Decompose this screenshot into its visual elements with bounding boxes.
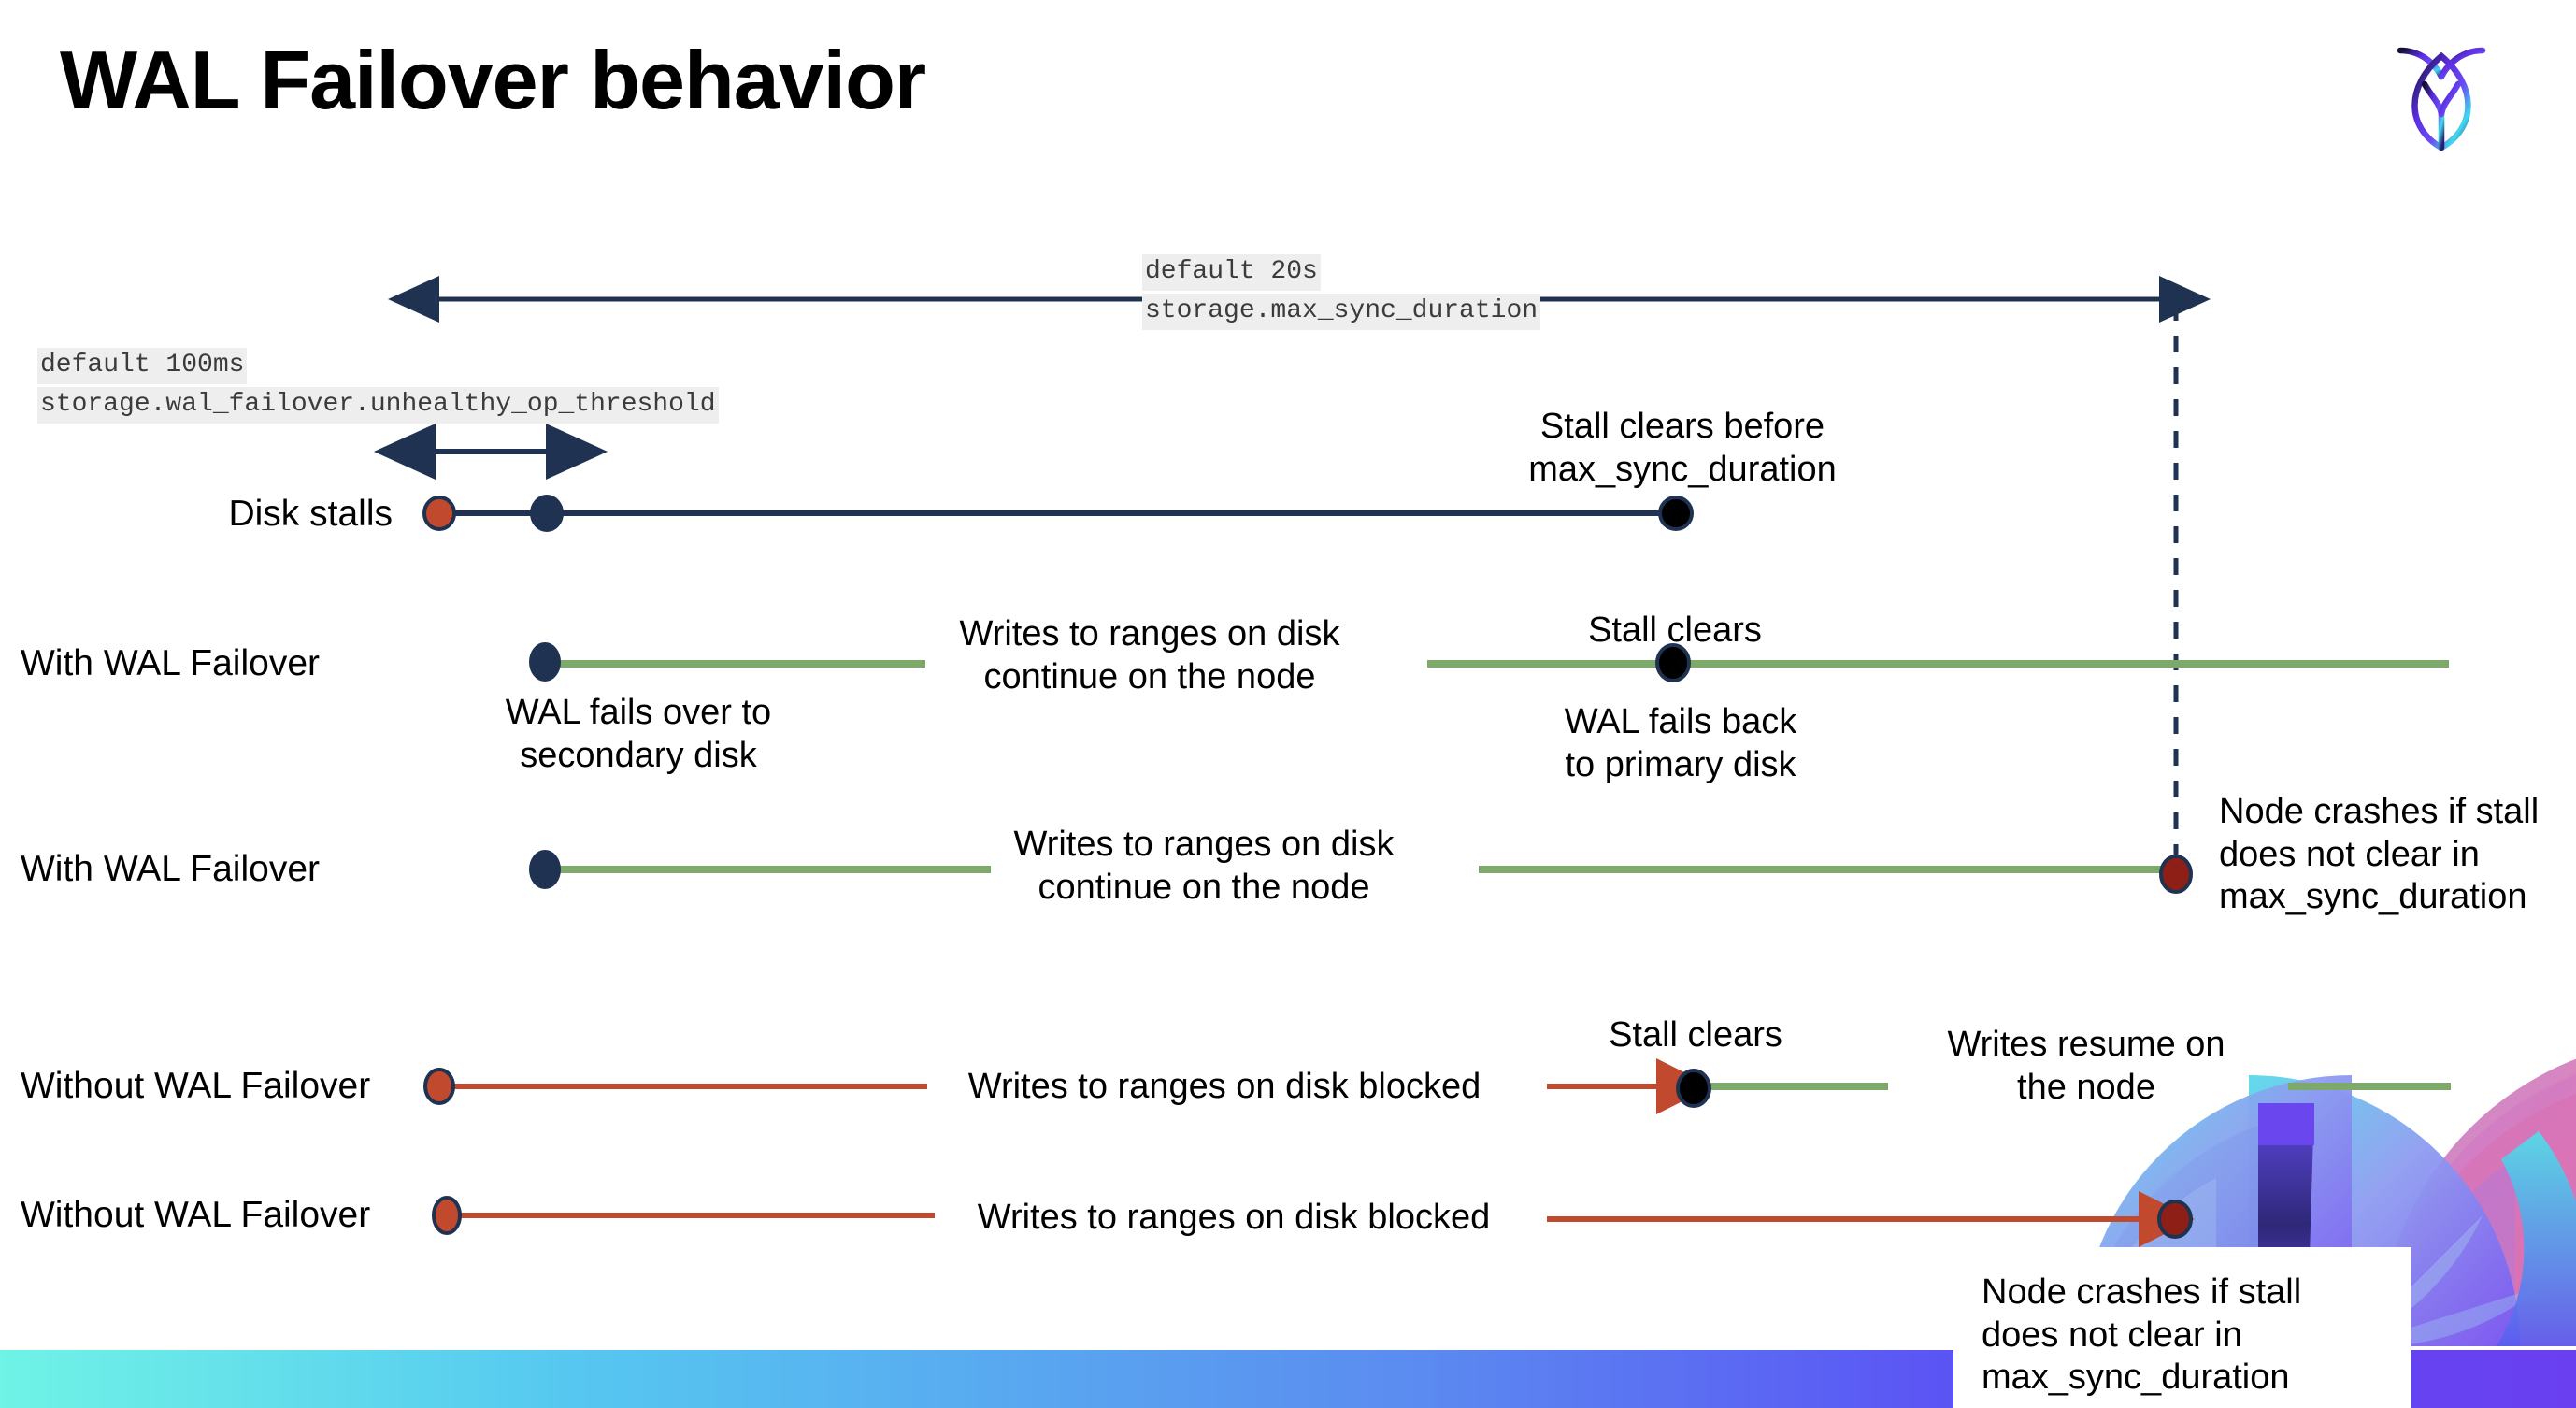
row-label-with-wal-failover-1: With WAL Failover [21, 643, 320, 683]
cockroachdb-logo-icon [2385, 28, 2497, 159]
page-title: WAL Failover behavior [60, 34, 926, 126]
note-writes-continue-row2: Writes to ranges on disk continue on the… [959, 614, 1340, 697]
unhealthy-threshold-annotation: default 100ms storage.wal_failover.unhea… [37, 348, 719, 424]
note-writes-blocked-row5: Writes to ranges on disk blocked [977, 1198, 1491, 1237]
row-label-with-wal-failover-2: With WAL Failover [21, 849, 320, 889]
unhealthy-default-label: default 100ms [37, 348, 248, 384]
row-label-disk-stalls: Disk stalls [228, 494, 393, 534]
note-stall-clears-before-max-sync: Stall clears before max_sync_duration [1528, 407, 1837, 489]
max-sync-setting-name: storage.max_sync_duration [1142, 293, 1541, 330]
note-writes-resume: Writes resume on the node [1947, 1025, 2225, 1107]
note-wal-fails-over-secondary: WAL fails over to secondary disk [505, 693, 772, 775]
note-stall-clears-row2: Stall clears [1588, 611, 1762, 650]
note-node-crashes-row3: Node crashes if stall does not clear in … [2219, 792, 2540, 917]
note-wal-fails-back-primary: WAL fails back to primary disk [1564, 702, 1797, 784]
unhealthy-setting-name: storage.wal_failover.unhealthy_op_thresh… [37, 386, 719, 424]
max-sync-default-label: default 20s [1142, 254, 1321, 291]
note-writes-continue-row3: Writes to ranges on disk continue on the… [1013, 825, 1395, 907]
note-stall-clears-row4: Stall clears [1609, 1015, 1782, 1055]
callout-node-crashes-row5: Node crashes if stall does not clear in … [1953, 1247, 2411, 1408]
max-sync-duration-annotation: default 20s storage.max_sync_duration [1142, 254, 1541, 330]
note-writes-blocked-row4: Writes to ranges on disk blocked [967, 1067, 1481, 1106]
row-label-without-wal-failover-1: Without WAL Failover [21, 1066, 371, 1106]
row-label-without-wal-failover-2: Without WAL Failover [21, 1195, 371, 1235]
